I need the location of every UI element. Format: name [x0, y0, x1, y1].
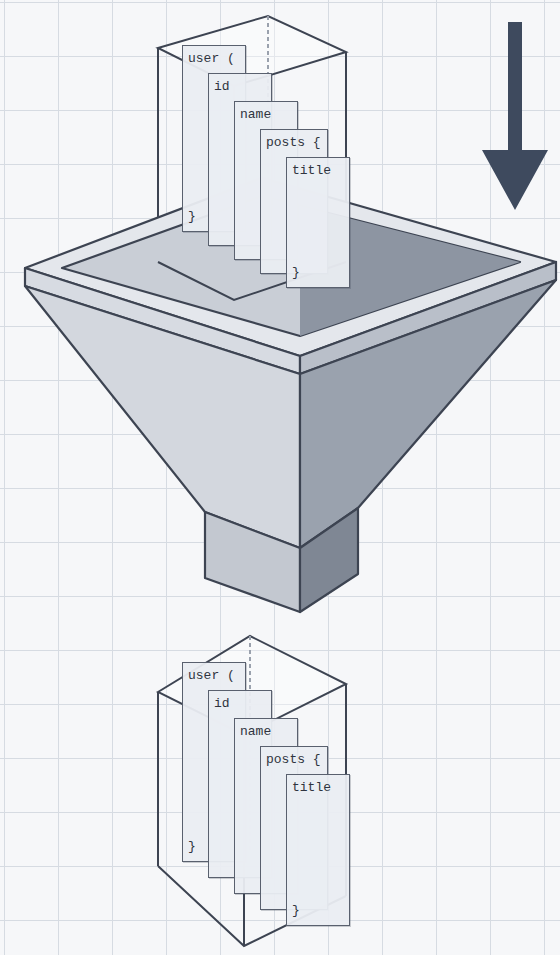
page-closing: }	[188, 839, 196, 855]
page-closing: }	[292, 903, 300, 919]
page-heading: posts {	[266, 752, 321, 768]
page-heading: name	[240, 107, 271, 123]
spout-right	[300, 508, 358, 612]
cube-left-edge	[157, 692, 159, 866]
funnel-cone-right	[300, 280, 556, 548]
spout-left	[205, 512, 300, 612]
schema-page: title}	[286, 774, 350, 926]
page-heading: user (	[188, 668, 235, 684]
page-heading: title	[292, 163, 331, 179]
page-heading: name	[240, 724, 271, 740]
page-heading: user (	[188, 51, 235, 67]
page-closing: }	[292, 265, 300, 281]
page-heading: title	[292, 780, 331, 796]
funnel-cone-left	[25, 286, 300, 548]
down-arrow	[482, 22, 548, 210]
page-heading: posts {	[266, 135, 321, 151]
schema-page: title}	[286, 157, 350, 288]
page-heading: id	[214, 696, 230, 712]
page-closing: }	[188, 209, 196, 225]
page-heading: id	[214, 79, 230, 95]
